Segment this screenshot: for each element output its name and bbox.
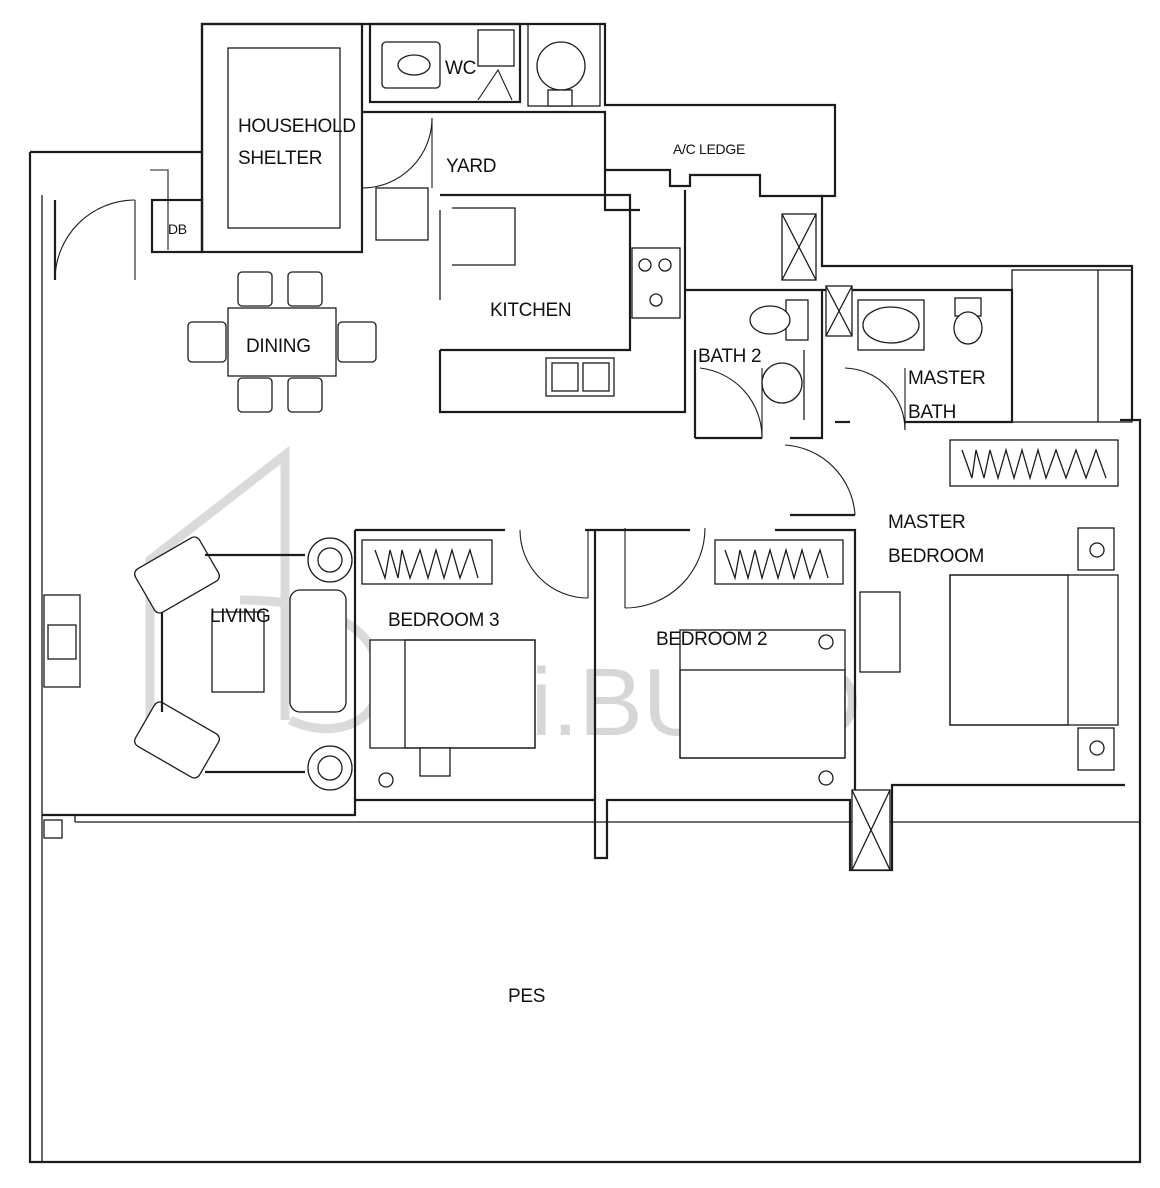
label-bath-2: BATH 2	[698, 346, 761, 367]
label-household-shelter-1: HOUSEHOLD	[238, 116, 356, 137]
label-yard: YARD	[446, 156, 496, 177]
dining-living	[43, 271, 377, 839]
bedrooms	[353, 439, 1119, 871]
label-household-shelter-2: SHELTER	[238, 148, 322, 169]
bathrooms	[685, 269, 1133, 440]
label-wc: WC	[445, 58, 476, 79]
service-area	[53, 22, 822, 281]
label-kitchen: KITCHEN	[490, 300, 571, 321]
label-db: DB	[168, 221, 187, 237]
label-pes: PES	[508, 986, 545, 1007]
label-master-bedroom-2: BEDROOM	[888, 546, 984, 567]
label-bedroom-3: BEDROOM 3	[388, 610, 499, 631]
label-ac-ledge: A/C LEDGE	[673, 141, 745, 157]
label-master-bedroom-1: MASTER	[888, 512, 965, 533]
label-living: LIVING	[210, 606, 271, 627]
room-labels: HOUSEHOLD SHELTER WC YARD A/C LEDGE DB K…	[168, 58, 986, 1007]
label-master-bath-1: MASTER	[908, 368, 985, 389]
label-master-bath-2: BATH	[908, 402, 956, 423]
label-dining: DINING	[246, 336, 311, 357]
label-bedroom-2: BEDROOM 2	[656, 629, 767, 650]
kitchen	[438, 190, 687, 414]
